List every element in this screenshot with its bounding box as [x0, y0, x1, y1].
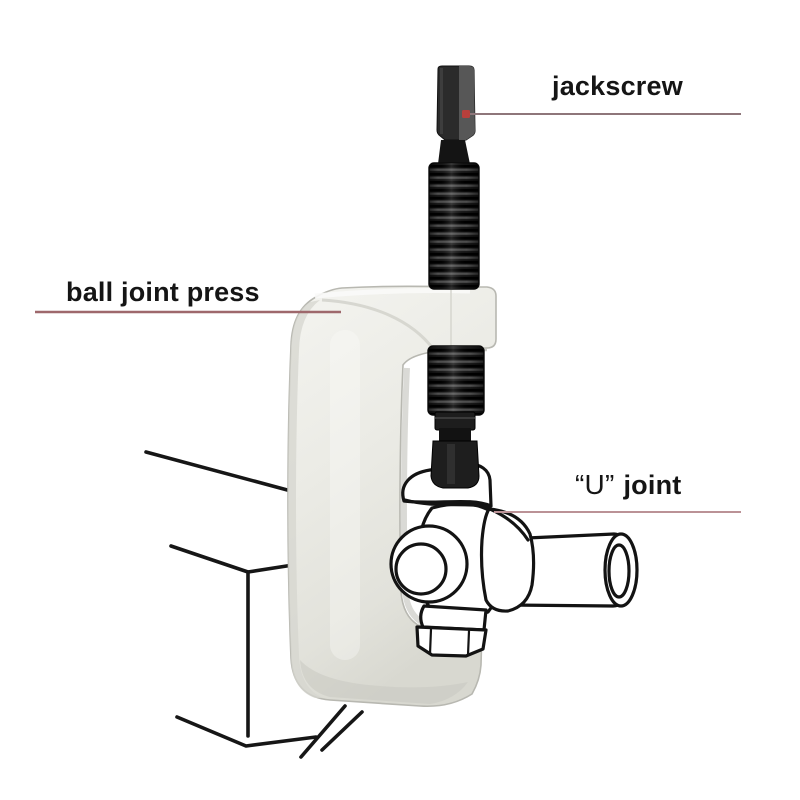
- u-joint-hex-facet-left: [428, 627, 433, 656]
- leader-lines: [35, 110, 741, 513]
- c-frame-spine-highlight: [330, 330, 360, 660]
- jackscrew-upper-threads-shade: [429, 163, 479, 289]
- c-frame-bottom-shade: [300, 660, 468, 704]
- jackscrew-neck2: [439, 428, 471, 442]
- jackscrew-collar: [434, 411, 476, 431]
- jackscrew-lower-threads-shade: [428, 346, 484, 415]
- stud-line-right: [320, 710, 364, 752]
- frame-box-lines: [144, 450, 318, 748]
- jackscrew-collar-lip: [435, 417, 475, 419]
- u-joint-bearing-cup-inner: [394, 542, 448, 596]
- label-u-joint-quoted-text: “U”: [575, 469, 615, 500]
- jackscrew-hex-facet: [459, 66, 475, 140]
- label-jackscrew: jackscrew: [552, 71, 683, 102]
- stud-lines: [299, 704, 364, 759]
- c-frame-ridge: [321, 298, 436, 351]
- label-u-joint-bold-text: joint: [623, 470, 682, 500]
- u-joint-shoulder-curve: [488, 507, 530, 542]
- box-mid-edge: [169, 544, 295, 574]
- leader-anchor-dot-jackscrew: [462, 110, 470, 118]
- u-joint-tube-end-inner: [607, 543, 631, 599]
- stud-line-left: [299, 704, 347, 759]
- u-joint-hex-facet-right: [466, 629, 471, 657]
- c-frame-left-shade: [288, 300, 323, 698]
- box-bottom-edge: [175, 715, 318, 748]
- u-joint-drawing: [389, 463, 639, 658]
- jackscrew-drawing: [427, 65, 485, 489]
- label-ball-joint-press: ball joint press: [66, 277, 260, 308]
- label-ball-joint-press-text: ball joint press: [66, 277, 260, 307]
- jackscrew-adapter-highlight: [447, 444, 455, 484]
- jackscrew-neck: [438, 140, 470, 164]
- u-joint-right-shoulder: [479, 507, 536, 613]
- jackscrew-hex-highlight: [440, 68, 443, 134]
- u-joint-bottom-hex: [415, 625, 488, 658]
- u-joint-yoke-curve: [403, 498, 492, 509]
- label-jackscrew-text: jackscrew: [552, 71, 683, 101]
- label-u-joint: “U” joint: [575, 469, 682, 501]
- box-top-edge: [144, 450, 293, 493]
